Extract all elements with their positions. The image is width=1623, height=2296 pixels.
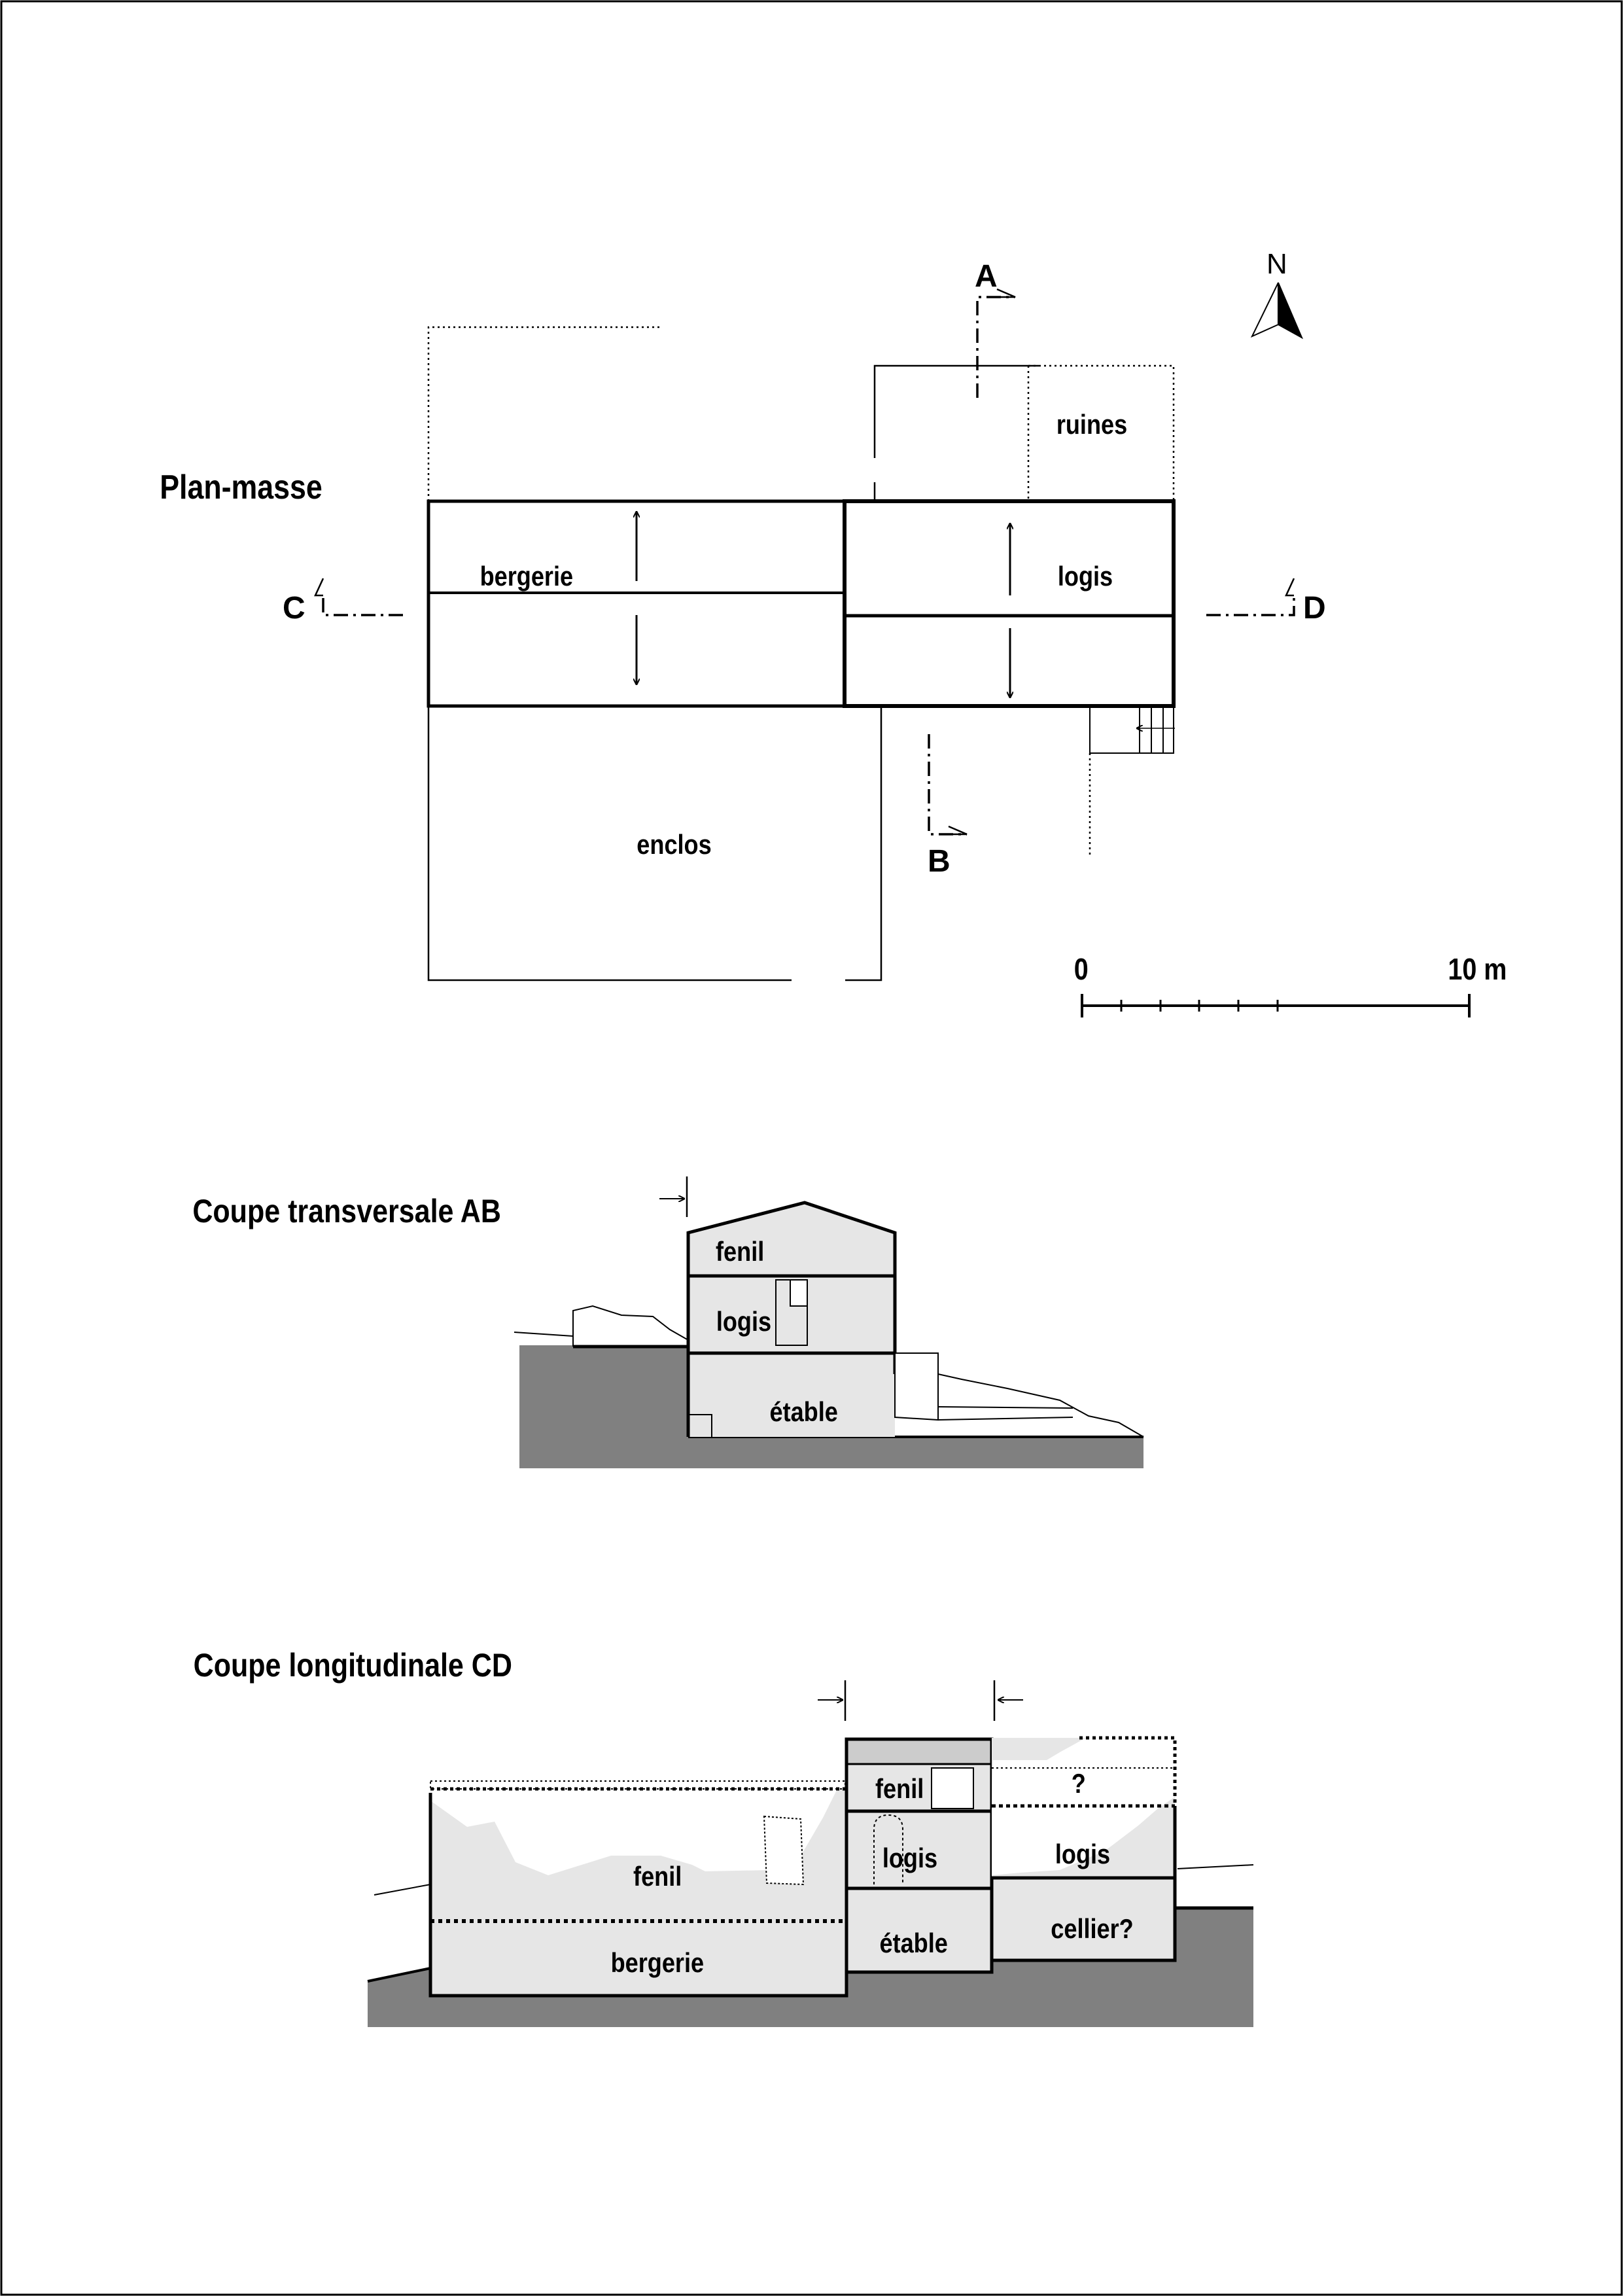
plan-masse: Plan-masse A B <box>160 248 1507 1017</box>
plan-enclos-wall <box>427 706 882 981</box>
cd-label-cellier: cellier? <box>1051 1915 1133 1945</box>
ab-building-body <box>688 1203 895 1437</box>
section-label-b: B <box>928 844 951 879</box>
cd-label-etable: étable <box>879 1929 947 1959</box>
ab-terrain-right <box>937 1373 1144 1438</box>
ab-label-etable: étable <box>769 1398 837 1428</box>
section-arrow-a <box>996 288 1016 298</box>
plan-logis-block <box>843 499 1176 708</box>
cd-label-logis-right: logis <box>1055 1840 1110 1870</box>
plan-label-enclos: enclos <box>637 830 711 860</box>
scale-bar <box>1081 994 1471 1017</box>
plan-staircase <box>1089 705 1174 754</box>
section-cd: Coupe longitudinale CD <box>194 1647 1254 2027</box>
scale-label-zero: 0 <box>1074 953 1089 986</box>
section-label-c: C <box>283 591 305 626</box>
cd-label-bergerie: bergerie <box>611 1949 704 1979</box>
section-label-a: A <box>975 259 998 294</box>
ab-label-fenil: fenil <box>716 1237 764 1267</box>
ab-niche <box>689 1414 712 1437</box>
section-line-b <box>928 734 967 836</box>
cd-terrain-right <box>1177 1864 1254 1869</box>
section-line-c <box>322 594 403 616</box>
plan-dotted-outline <box>427 326 661 501</box>
ab-door-panel <box>790 1279 808 1307</box>
ab-terrace <box>894 1352 939 1421</box>
plan-ruins-outline <box>1027 364 1175 501</box>
section-label-d: D <box>1303 591 1326 626</box>
plan-ruins-wall <box>873 364 1039 458</box>
cd-label-fenil-mid: fenil <box>875 1775 924 1805</box>
section-arrow-c <box>314 578 324 597</box>
cd-label-fenil-left: fenil <box>633 1862 682 1892</box>
cd-bergerie-void <box>430 1781 845 1875</box>
ab-terrain-step <box>937 1406 1073 1409</box>
cd-label-unknown: ? <box>1072 1769 1086 1799</box>
section-ab: Coupe transversale AB fenil logis étable <box>192 1176 1144 1468</box>
section-line-a <box>976 296 1015 398</box>
plan-label-ruines: ruines <box>1056 410 1127 440</box>
cd-bergerie-window <box>763 1815 805 1886</box>
cd-terrain-left <box>374 1884 431 1896</box>
ab-terrain-step <box>937 1417 1073 1421</box>
cd-right-void <box>992 1738 1175 1875</box>
north-label: N <box>1266 248 1287 280</box>
cd-label-logis-mid: logis <box>882 1844 937 1874</box>
cd-central-arched-door <box>873 1814 903 1884</box>
cd-central-roof <box>846 1739 992 1764</box>
ab-terrain-line <box>514 1332 574 1337</box>
section-arrow-d <box>1285 578 1295 597</box>
ab-annex-wall <box>572 1305 689 1347</box>
section-ab-title: Coupe transversale AB <box>192 1193 501 1229</box>
ab-label-logis: logis <box>716 1307 771 1337</box>
section-arrow-b <box>948 825 968 836</box>
cd-central-window <box>931 1767 974 1809</box>
plan-label-bergerie: bergerie <box>480 562 573 592</box>
section-line-d <box>1206 595 1295 616</box>
scale-label-end: 10 m <box>1448 953 1507 986</box>
section-cd-title: Coupe longitudinale CD <box>194 1647 512 1684</box>
plan-label-logis: logis <box>1058 562 1113 592</box>
plan-title: Plan-masse <box>160 468 323 506</box>
cd-right-walls <box>990 1806 1177 1962</box>
cd-ground-line <box>367 1967 431 1983</box>
north-arrow-icon <box>1250 282 1304 340</box>
